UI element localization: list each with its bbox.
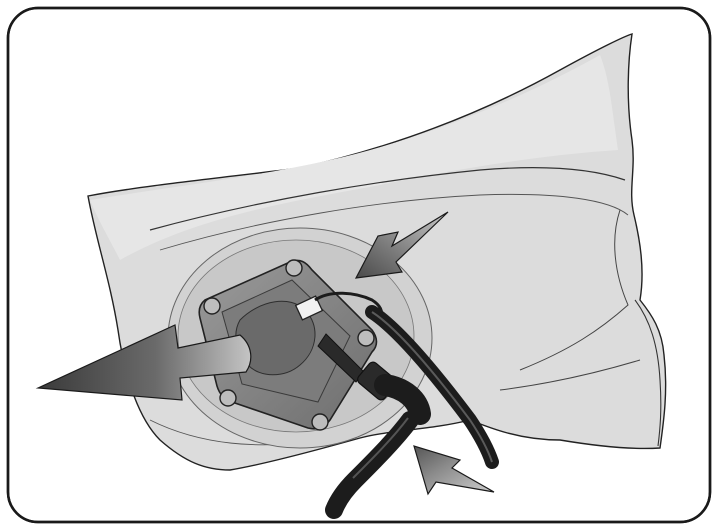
bolt-bottom-left <box>219 389 237 407</box>
tank-top-shade <box>90 55 618 260</box>
vent-hose-highlight <box>371 311 493 463</box>
tank-seam-lower <box>499 359 641 391</box>
fuel-line-hose <box>325 411 419 519</box>
frame-outline <box>6 6 712 524</box>
fuel-line-fitting <box>317 333 365 383</box>
callout-arrow-left <box>35 324 252 401</box>
tank-seam-upper <box>149 167 626 231</box>
bolt-left <box>203 297 221 315</box>
bolt-right <box>357 329 375 347</box>
fuel-line-highlight <box>352 417 409 479</box>
fitting-elbow <box>374 374 431 425</box>
tank-seam-side <box>519 209 629 371</box>
bolt-bottom <box>311 413 329 431</box>
callout-arrow-bottom <box>413 445 495 496</box>
wire-connector <box>294 295 324 321</box>
bolt-top <box>285 259 303 277</box>
tank-seam-inner <box>159 193 629 251</box>
callout-arrow-top <box>354 211 449 279</box>
tank-side-panel <box>634 299 662 447</box>
